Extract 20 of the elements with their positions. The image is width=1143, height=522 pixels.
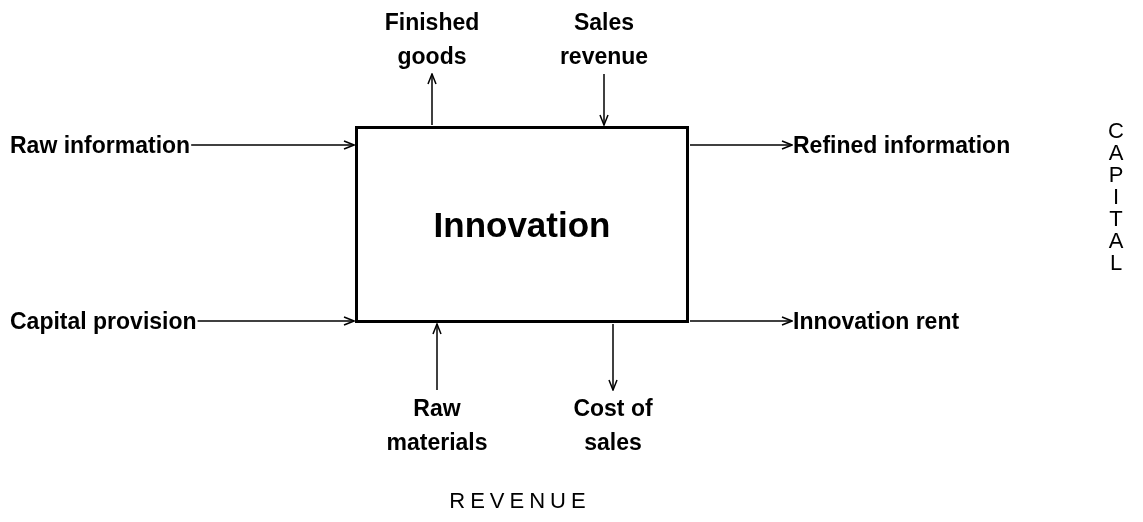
arrow xyxy=(190,140,355,150)
process-box xyxy=(355,126,689,323)
flow-label: Cost of sales xyxy=(572,394,654,457)
arrow xyxy=(608,323,618,391)
flow-label: Raw materials xyxy=(385,394,489,457)
flow-label: Finished goods xyxy=(383,8,481,71)
flow-label: Capital provision xyxy=(10,307,197,336)
axis-label: CAPITAL xyxy=(1108,120,1124,274)
box-title: Innovation xyxy=(433,204,611,245)
arrow xyxy=(689,316,793,326)
arrow xyxy=(689,140,793,150)
axis-label: REVENUE xyxy=(448,488,592,514)
flow-label: Sales revenue xyxy=(558,8,650,71)
flow-label: Refined information xyxy=(793,131,1011,160)
arrow xyxy=(196,316,355,326)
arrow xyxy=(432,323,442,391)
flow-label: Innovation rent xyxy=(793,307,960,336)
arrow xyxy=(427,73,437,126)
flow-label: Raw information xyxy=(10,131,191,160)
arrow xyxy=(599,73,609,126)
